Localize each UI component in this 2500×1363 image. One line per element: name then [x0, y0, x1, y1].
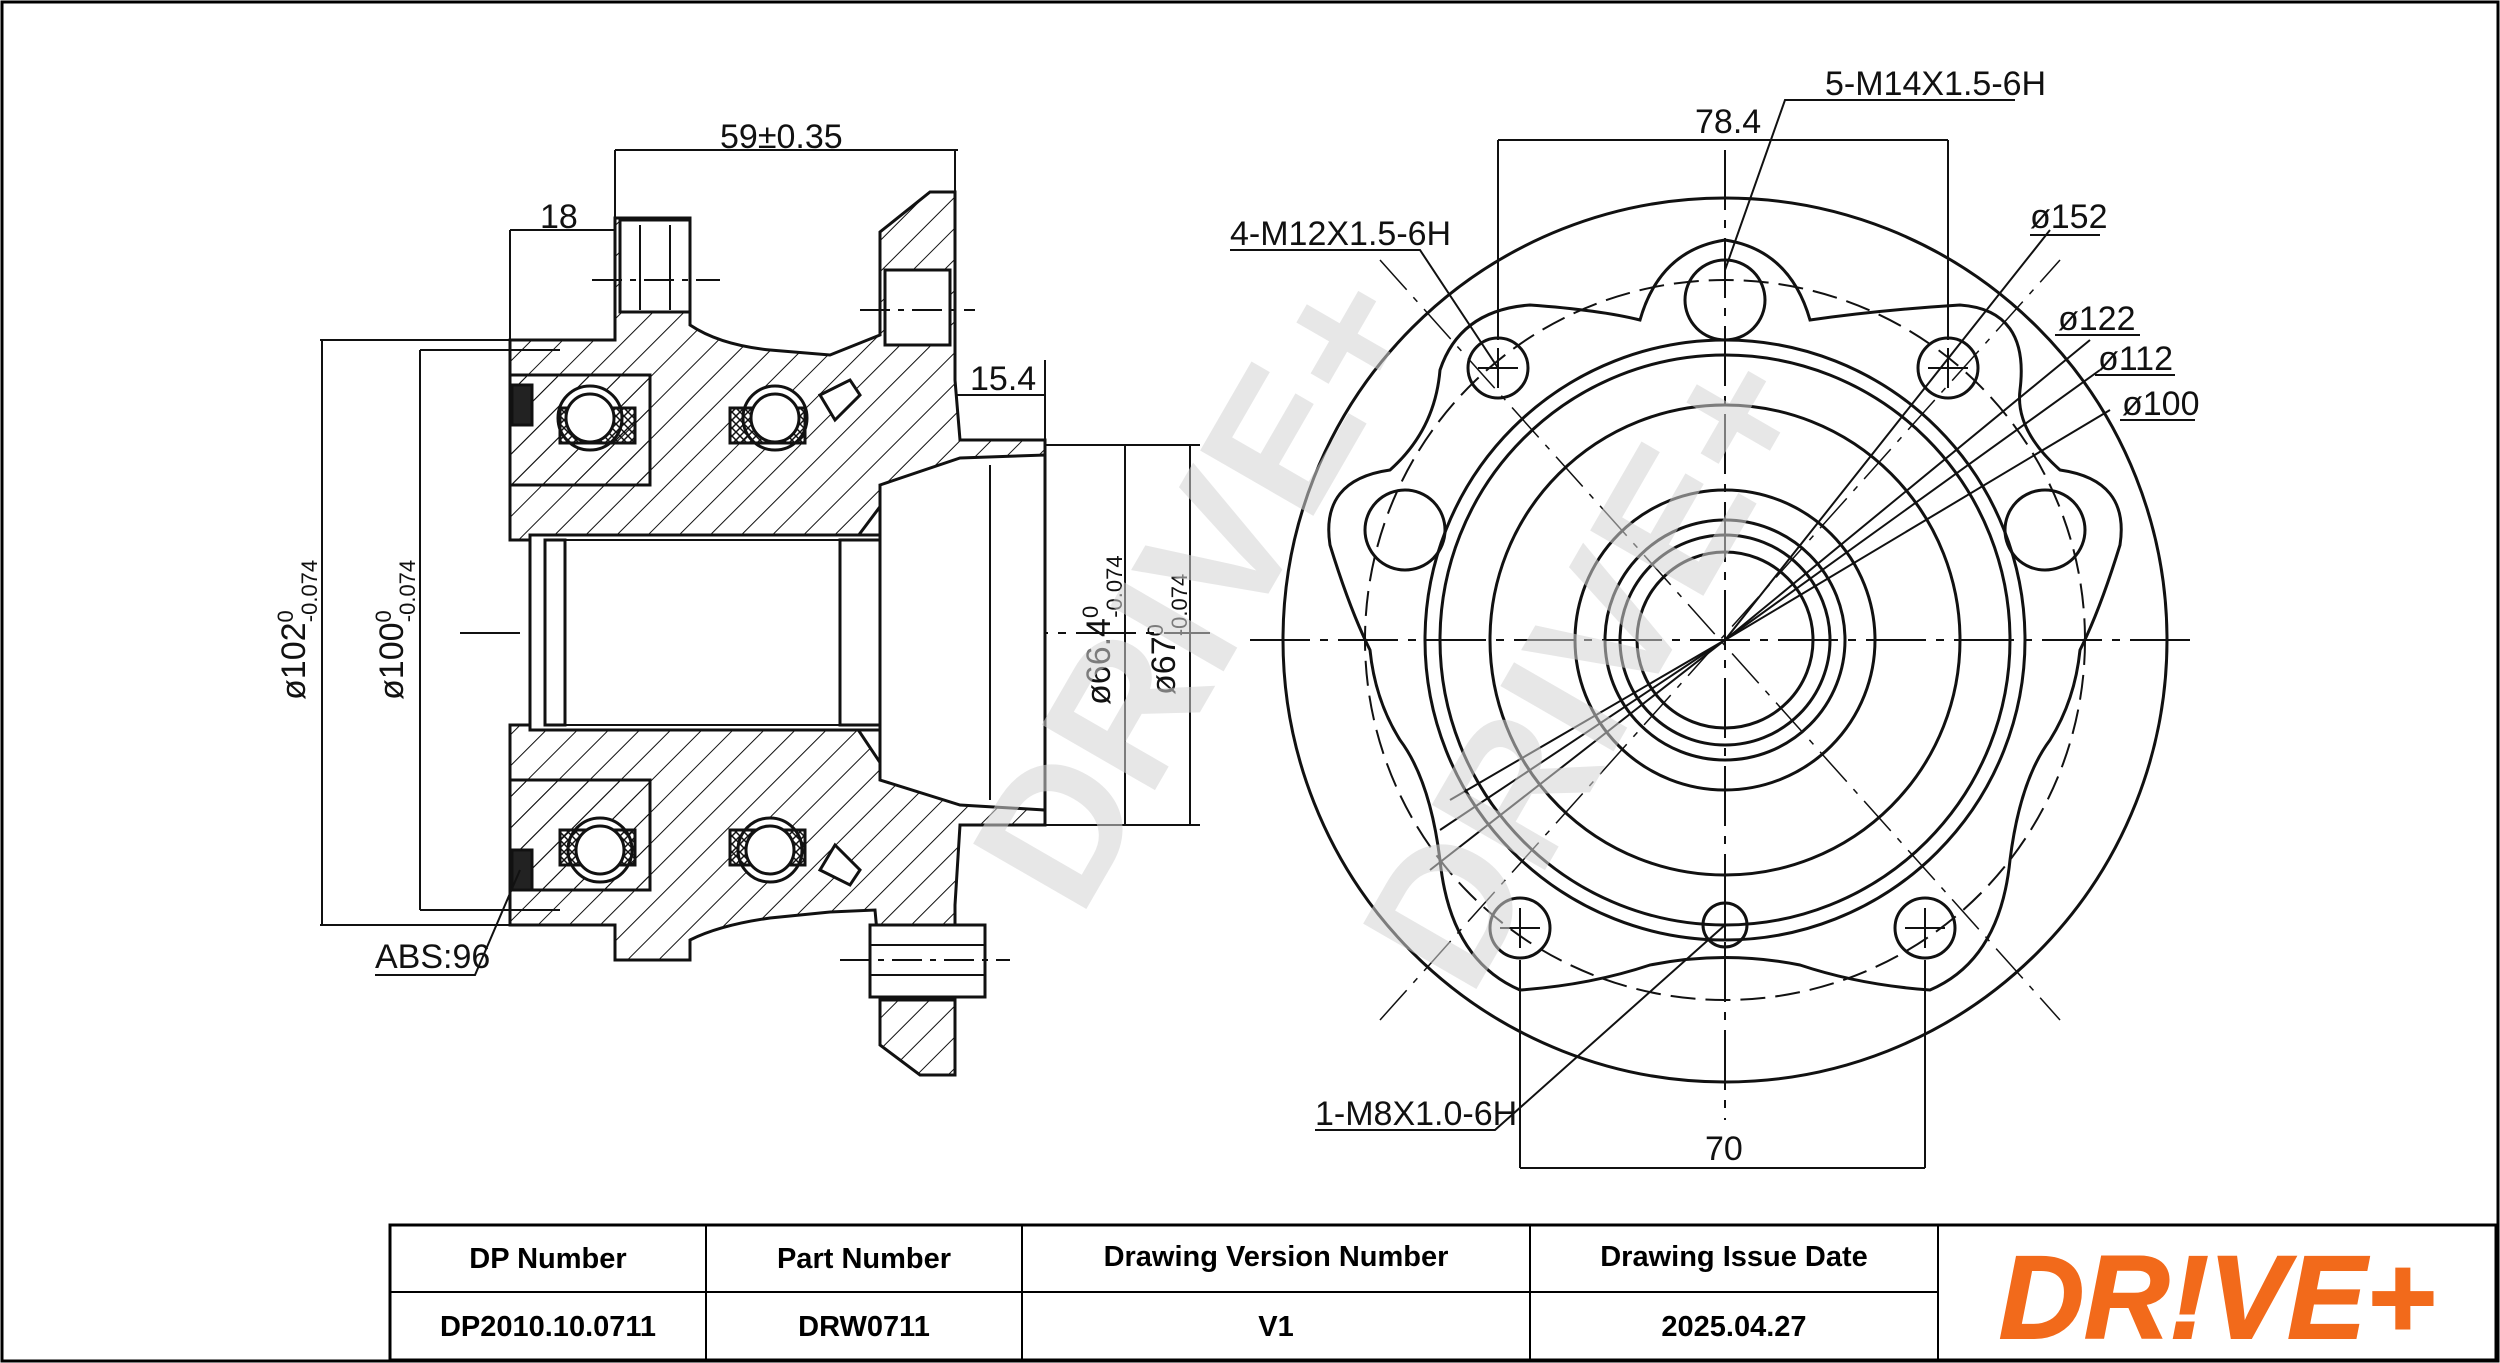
dia-66-label: ø66.40-0.074 [1078, 555, 1127, 705]
value-version-number: V1 [1258, 1311, 1293, 1343]
svg-text:ø1020-0.074: ø1020-0.074 [273, 560, 322, 700]
dia-152-label: ø152 [2030, 198, 2108, 236]
logo-text: DR!VE+ [1999, 1232, 2435, 1363]
thickness-dimension-label: 18 [540, 198, 578, 236]
front-dimension-labels: 59±0.35 18 15.4 ABS:96 ø1020-0.074 ø1000… [273, 118, 1192, 976]
bottom-width-label: 70 [1705, 1130, 1743, 1168]
title-block: DP Number Part Number Drawing Version Nu… [388, 1223, 2498, 1363]
header-part-number: Part Number [777, 1243, 951, 1275]
svg-text:ø1000-0.074: ø1000-0.074 [371, 560, 420, 700]
stud-thread-label: 5-M14X1.5-6H [1825, 65, 2046, 103]
svg-text:ø670-0.074: ø670-0.074 [1143, 574, 1192, 695]
abs-label: ABS:96 [375, 938, 490, 976]
side-dimensions [1230, 99, 2195, 1169]
header-issue-date: Drawing Issue Date [1600, 1241, 1868, 1273]
drive-plus-logo: DR!VE+ [1998, 1231, 2436, 1363]
screw-thread-label: 1-M8X1.0-6H [1315, 1095, 1517, 1133]
side-dimension-labels: 5-M14X1.5-6H 4-M12X1.5-6H 1-M8X1.0-6H 78… [1230, 65, 2200, 1168]
svg-text:ø66.40-0.074: ø66.40-0.074 [1078, 555, 1127, 705]
dia-67-label: ø670-0.074 [1143, 574, 1192, 695]
dia-102-label: ø1020-0.074 [273, 560, 322, 700]
dia-112-label: ø112 [2098, 340, 2173, 378]
width-dimension-label: 59±0.35 [720, 118, 843, 156]
dia-100-label: ø100 [2122, 385, 2200, 423]
mount-thread-label: 4-M12X1.5-6H [1230, 215, 1451, 253]
pilot-dimension-label: 15.4 [970, 360, 1036, 398]
dia-122-label: ø122 [2058, 300, 2136, 338]
value-part-number: DRW0711 [798, 1311, 930, 1343]
value-dp-number: DP2010.10.0711 [440, 1311, 656, 1343]
front-section-view [460, 190, 1210, 1077]
top-width-label: 78.4 [1695, 103, 1761, 141]
header-version-number: Drawing Version Number [1104, 1241, 1449, 1273]
front-dimensions [320, 149, 1200, 976]
value-issue-date: 2025.04.27 [1661, 1311, 1806, 1343]
dia-100-label: ø1000-0.074 [371, 560, 420, 700]
header-dp-number: DP Number [469, 1243, 626, 1275]
